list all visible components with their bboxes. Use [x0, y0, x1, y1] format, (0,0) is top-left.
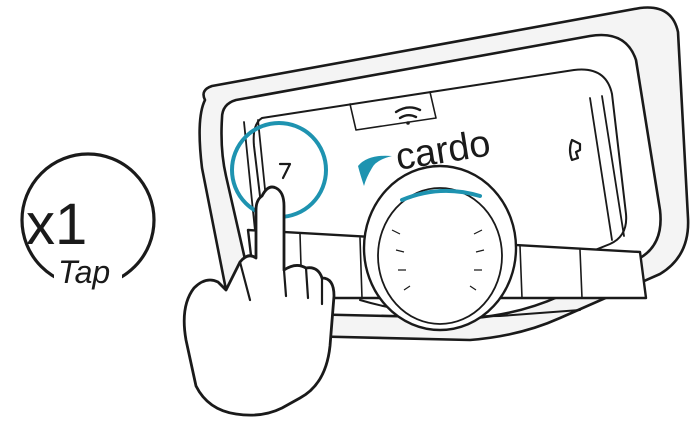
- led-arc-icon: [400, 188, 482, 202]
- wifi-icon: [394, 106, 422, 125]
- arrow-forward-icon: [278, 162, 292, 180]
- jog-dial: [362, 164, 518, 332]
- pointing-hand-icon: [182, 185, 336, 417]
- dial-knurl: [391, 229, 485, 291]
- tap-count-text: x1: [26, 192, 87, 257]
- badge-label-mask: [54, 248, 122, 288]
- tap-action-text: Tap: [58, 254, 110, 290]
- phone-icon: [568, 138, 582, 162]
- tap-count-badge: x1 Tap: [20, 152, 156, 290]
- dial-inner-ring: [377, 187, 503, 325]
- cardo-swoosh-logo: [358, 155, 392, 186]
- hand-finger-creases: [238, 260, 324, 306]
- device-right-rail: [589, 95, 625, 241]
- device-top-groove: [349, 91, 437, 131]
